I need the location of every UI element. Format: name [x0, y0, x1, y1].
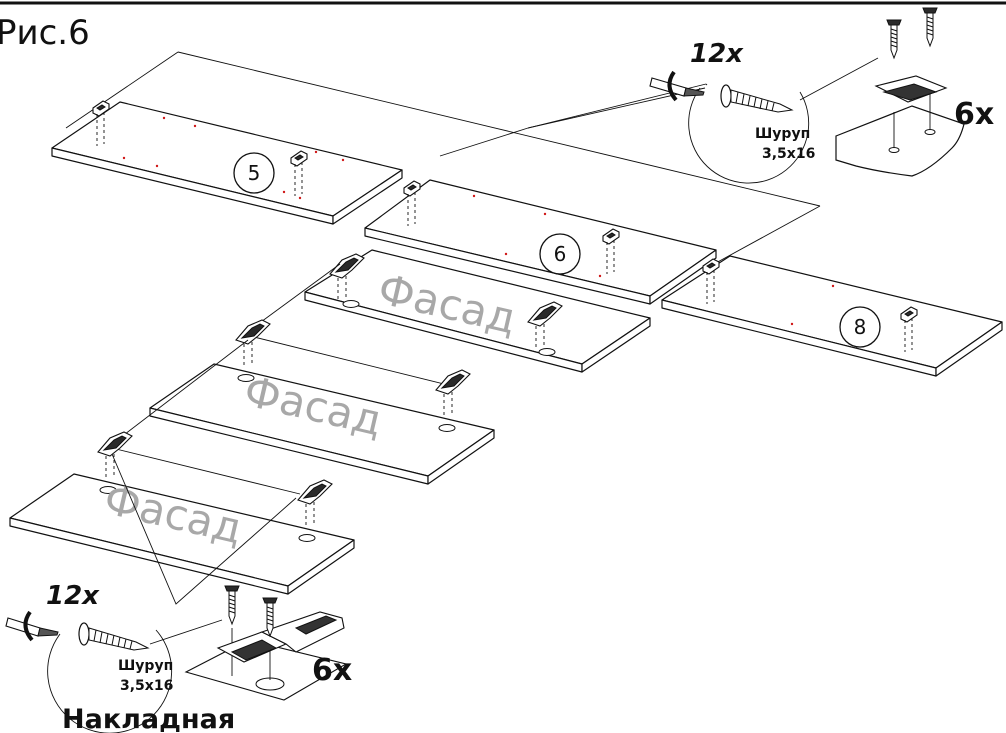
panel-number-circle — [839, 306, 881, 348]
callout-leader-bottom-2 — [149, 619, 223, 645]
screw-callout-bottom: 12x Шуруп 3,5x16 — [5, 581, 173, 733]
panel-number-circle — [539, 233, 581, 275]
screw-icon — [886, 19, 902, 59]
screw-callout-top: 12x Шуруп 3,5x16 — [649, 39, 815, 184]
connector-line-panel8 — [713, 205, 821, 265]
screw-icon — [78, 622, 150, 651]
panel-number: 5 — [248, 161, 261, 185]
hinge-count: 6x — [954, 97, 994, 132]
screw-size: 3,5x16 — [120, 678, 173, 694]
hinge-count: 6x — [312, 653, 352, 688]
panel-8: 8 — [661, 255, 1003, 377]
panel-number: 8 — [854, 315, 867, 339]
hinge-icon — [235, 319, 271, 369]
callout-leader-top — [527, 87, 706, 129]
screwdriver-icon — [5, 617, 59, 637]
screw-count: 12x — [46, 581, 100, 611]
facade-panel-2: Фасад — [149, 263, 495, 485]
panel-6: 6 — [364, 179, 717, 305]
connector-lines-top — [65, 51, 821, 207]
screw-icon — [224, 585, 240, 625]
facade-panel-3: Фасад — [9, 339, 355, 595]
screw-icon — [922, 7, 938, 47]
screwdriver-icon — [649, 77, 705, 97]
screw-name: Шуруп — [755, 126, 810, 142]
callout-leader-top-2 — [799, 57, 879, 101]
figure-title: Рис.6 — [0, 13, 90, 53]
screw-icon — [720, 84, 794, 113]
facade-panel-1: Фасад — [304, 249, 651, 373]
screw-size: 3,5x16 — [762, 146, 815, 162]
hinge-mount-bottom: 6x Накладная — [62, 585, 352, 733]
rotate-arrow-icon — [667, 70, 678, 102]
screw-name: Шуруп — [118, 658, 173, 674]
hinge-type-label: Накладная — [62, 704, 235, 733]
hinge-icon — [97, 431, 133, 481]
hinge-icon — [435, 369, 471, 419]
callout-leader-bottom — [111, 453, 297, 605]
hinge-mount-top: 6x — [835, 7, 994, 177]
panel-number-circle — [233, 152, 275, 194]
panel-number: 6 — [554, 242, 567, 266]
screw-count: 12x — [690, 39, 744, 69]
hinge-icon — [297, 479, 333, 529]
rotate-arrow-icon — [23, 610, 34, 642]
panel-5: 5 — [51, 100, 403, 225]
